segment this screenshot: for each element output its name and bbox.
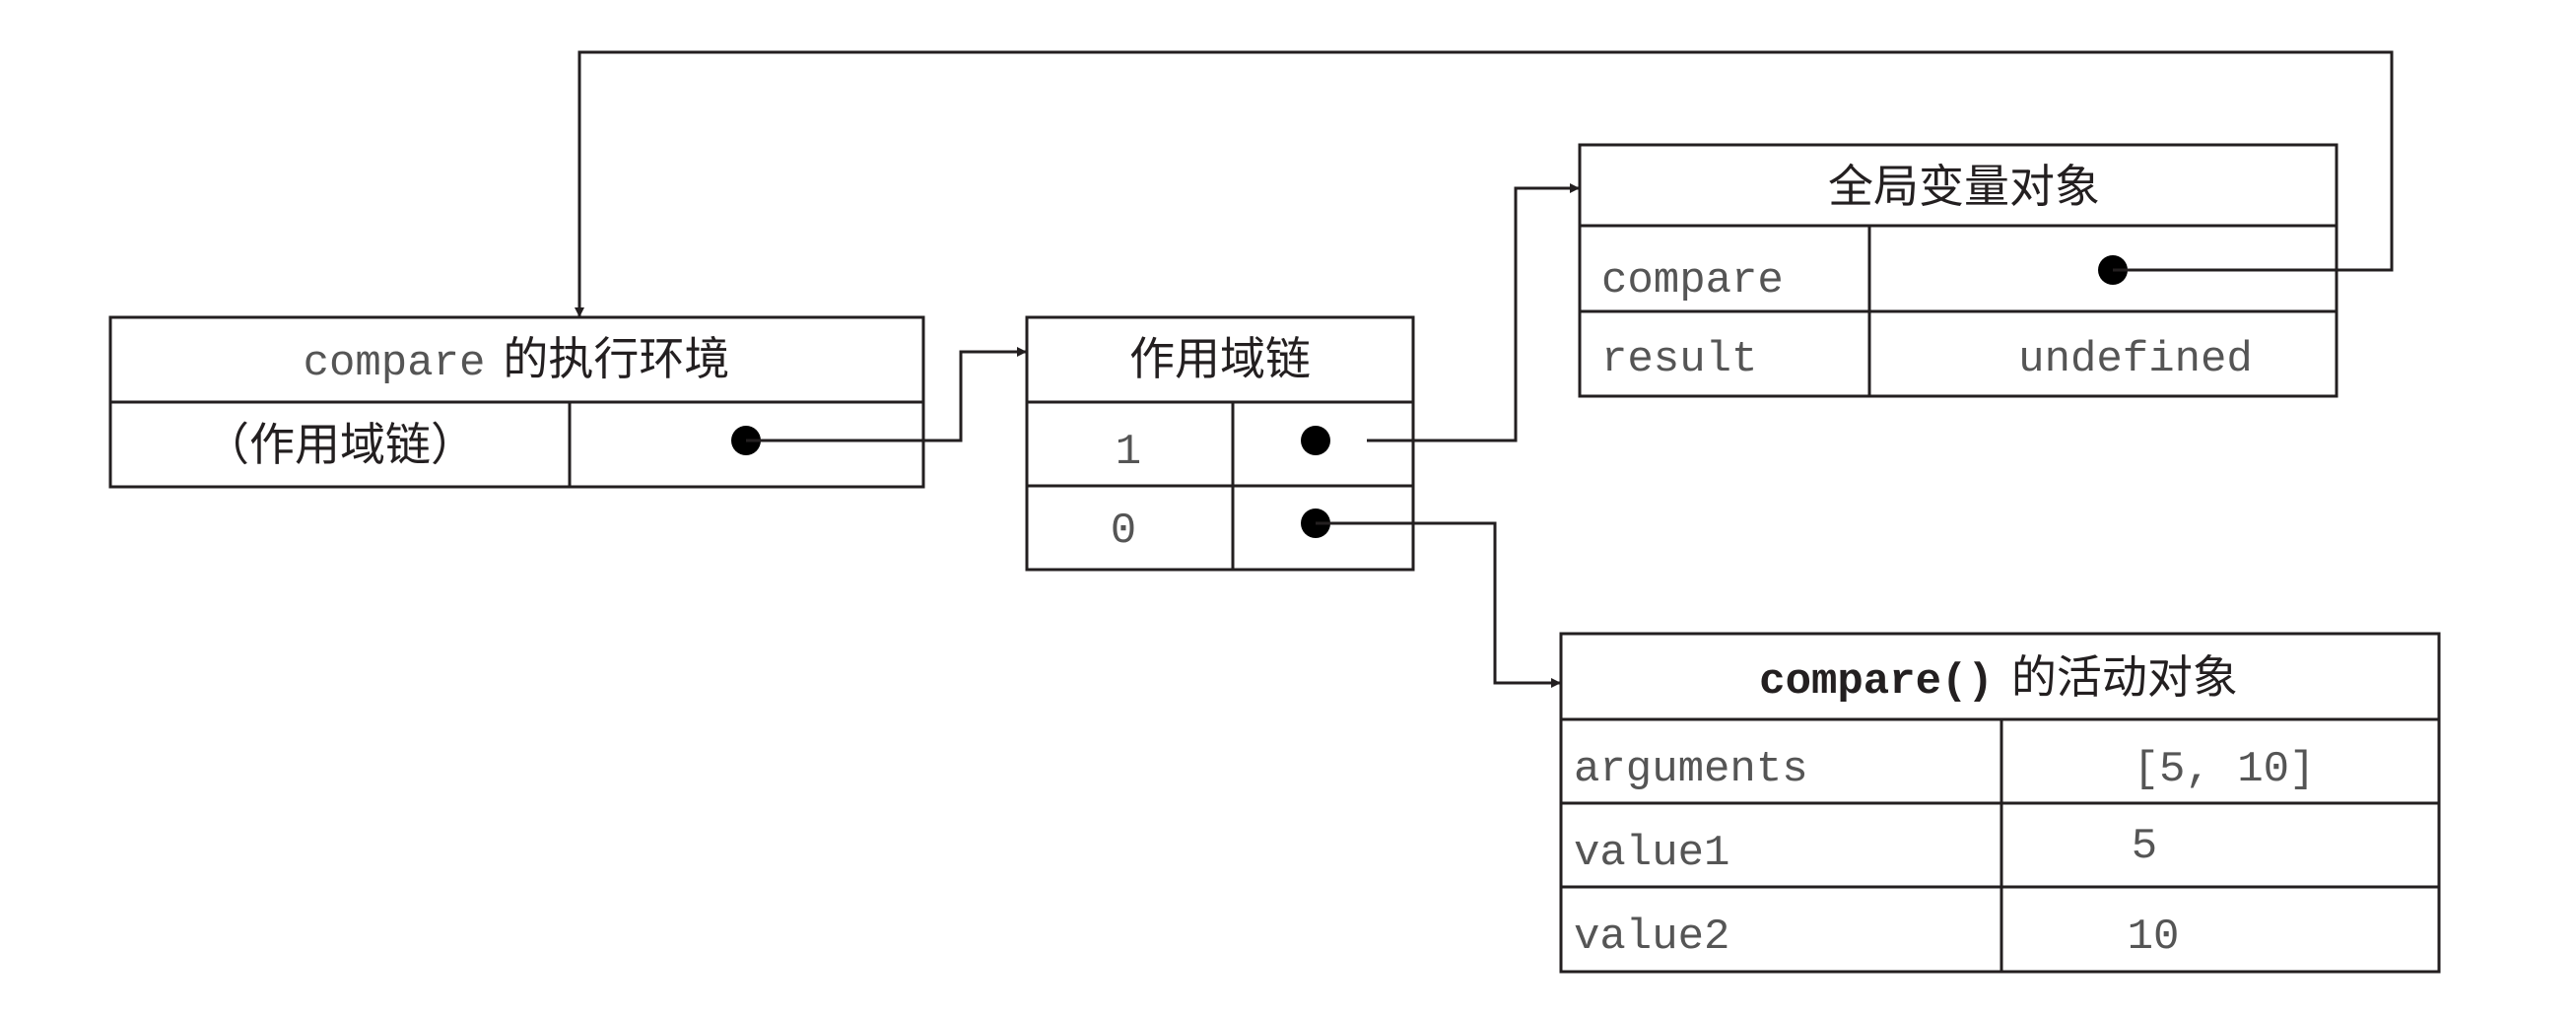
activation-row-value2-value: 10 bbox=[2128, 913, 2180, 962]
arrow-exec-context-to-scope-chain bbox=[746, 347, 1027, 442]
scope-chain-pointer-1 bbox=[1301, 426, 1330, 455]
exec-context-scope-label: （作用域链） bbox=[204, 418, 476, 471]
scope-chain-title: 作用域链 bbox=[1129, 332, 1311, 385]
activation-row-value2-name: value2 bbox=[1574, 913, 1729, 962]
global-object-row-result-name: result bbox=[1601, 335, 1757, 384]
global-object-row-result-value: undefined bbox=[2018, 335, 2253, 384]
activation-row-value1-value: 5 bbox=[2132, 822, 2157, 871]
global-object-row-compare-name: compare bbox=[1601, 256, 1784, 305]
scope-chain-box: 作用域链 1 0 bbox=[1025, 315, 1415, 572]
activation-row-value1-name: value1 bbox=[1574, 829, 1729, 878]
exec-context-title: compare 的执行环境 bbox=[304, 332, 730, 388]
global-object-title: 全局变量对象 bbox=[1828, 160, 2100, 213]
activation-object-title-code: compare() bbox=[1759, 657, 1994, 707]
scope-chain-index-0: 0 bbox=[1111, 507, 1136, 556]
scope-chain-index-1: 1 bbox=[1116, 428, 1141, 477]
activation-object-title: compare() 的活动对象 bbox=[1759, 650, 2238, 707]
execution-context-box: compare 的执行环境 （作用域链） bbox=[108, 315, 925, 489]
activation-row-arguments-value: [5, 10] bbox=[2134, 745, 2316, 794]
exec-context-title-text: 的执行环境 bbox=[503, 332, 729, 385]
arrow-scope-chain-0-to-activation-object bbox=[1316, 521, 1561, 688]
arrow-global-compare-to-exec-context bbox=[575, 50, 2394, 317]
arrow-scope-chain-1-to-global-object bbox=[1367, 183, 1580, 442]
activation-object-title-text: 的活动对象 bbox=[2011, 650, 2238, 704]
exec-context-title-code: compare bbox=[304, 339, 486, 388]
activation-row-arguments-name: arguments bbox=[1574, 745, 1808, 794]
activation-object-box: compare() 的活动对象 arguments [5, 10] value1… bbox=[1559, 632, 2441, 974]
